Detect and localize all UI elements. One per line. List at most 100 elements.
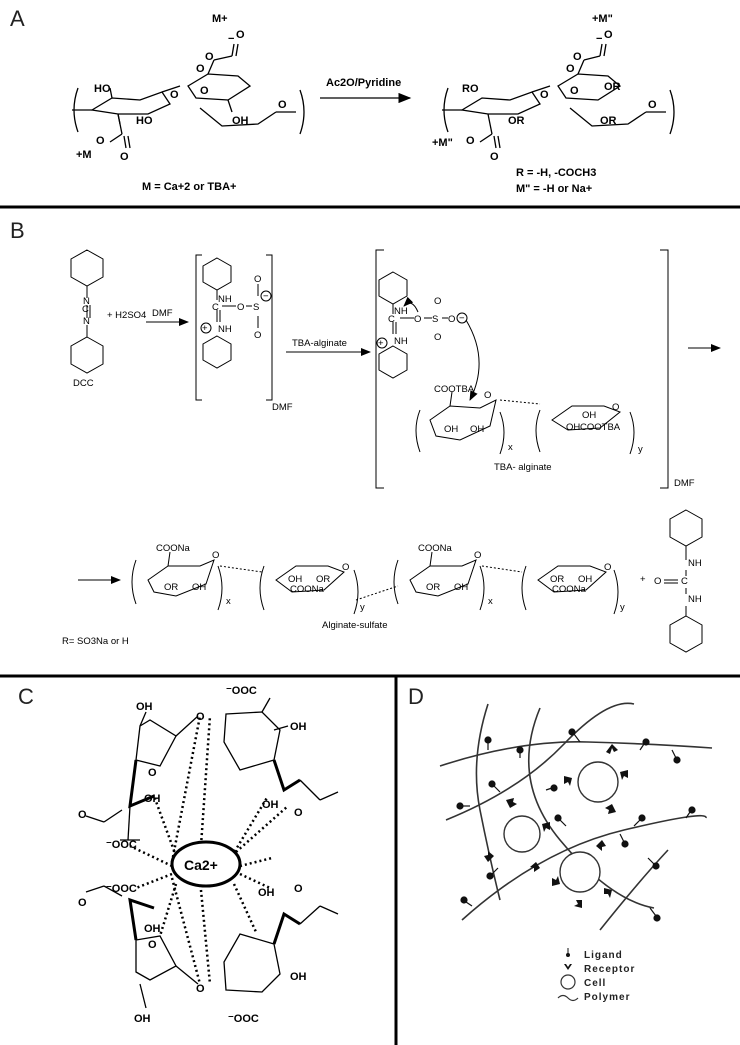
svg-text:O: O [654,576,661,587]
svg-text:OH: OH [258,887,275,899]
svg-text:⁻OOC: ⁻OOC [228,1013,259,1025]
svg-text:O: O [573,51,582,63]
svg-text:N: N [83,296,90,307]
panel-d-label: D [408,684,424,709]
legend-receptor: Receptor [584,964,635,975]
svg-text:O: O [78,809,87,821]
svg-text:O: O [570,85,579,97]
svg-text:NH: NH [394,336,408,347]
svg-text:NH: NH [394,306,408,317]
svg-text:S: S [253,302,259,313]
svg-text:O: O [566,63,575,75]
alginate-unit-right: RO O O O − O OR OR O OR O O O [442,29,675,163]
svg-text:O: O [448,314,455,325]
svg-text:OH: OH [136,701,153,713]
cell-2 [503,815,541,853]
a-counter-ion-top-right: +M" [592,13,613,25]
svg-text:C: C [212,302,219,313]
svg-text:+: + [378,338,384,349]
svg-text:OH: OH [232,115,249,127]
svg-text:OH: OH [566,422,580,433]
svg-text:x: x [226,596,231,607]
svg-text:OR: OR [550,574,564,585]
alginate-sulfate-product: COONa OR OH O x OH OR COONa O y COONa OR… [131,543,625,615]
svg-text:C: C [388,314,395,325]
svg-text:O: O [120,151,129,163]
panel-d: Ligand Receptor Cell Polymer [439,702,713,1003]
svg-text:O: O [612,402,619,413]
legend-receptor-symbol [564,964,572,970]
alginate-unit-left: HO O O O − O HO O OH O O O [72,29,305,163]
svg-text:O: O [254,274,261,285]
svg-text:OH: OH [444,424,458,435]
svg-text:⁻OOC: ⁻OOC [106,883,137,895]
svg-text:O: O [466,135,475,147]
svg-text:y: y [638,444,643,455]
b-alginate-sulfate: Alginate-sulfate [322,620,387,631]
b-r-definition: R= SO3Na or H [62,636,129,647]
svg-text:⁻OOC: ⁻OOC [106,839,137,851]
svg-text:x: x [488,596,493,607]
svg-text:OR: OR [316,574,330,585]
svg-text:NH: NH [688,558,702,569]
svg-text:O: O [212,550,219,561]
panel-b: N N C DCC + H2SO4 DMF NH C O S O O N [62,249,721,653]
svg-text:y: y [620,602,625,613]
svg-text:O: O [474,550,481,561]
svg-text:S: S [432,314,438,325]
svg-text:O: O [170,89,179,101]
svg-text:OH: OH [582,410,596,421]
svg-text:O: O [96,135,105,147]
a-counter-ion-top-left: M+ [212,13,228,25]
legend-ligand-symbol [566,948,570,957]
svg-text:−: − [228,33,234,45]
a-m2-definition: M" = -H or Na+ [516,183,592,195]
svg-text:⁻OOC: ⁻OOC [226,685,257,697]
svg-text:O: O [604,29,613,41]
svg-text:OH: OH [144,923,161,935]
polymer-chain-5 [599,849,669,931]
svg-text:+: + [640,574,646,585]
panel-c: OH O OH ⁻OOC O O ⁻OOC OH OH O Ca2+ ⁻OOC … [78,685,339,1025]
polymer-chain-3 [461,814,707,921]
b-tba-alginate-arrow: TBA-alginate [292,338,347,349]
svg-text:O: O [205,51,214,63]
a-reagent: Ac2O/Pyridine [326,77,401,89]
svg-text:OR: OR [600,115,617,127]
polymer-chain-2 [445,702,635,821]
svg-text:O: O [148,767,157,779]
svg-text:O: O [278,99,287,111]
svg-text:OH: OH [192,582,206,593]
svg-text:N: N [83,316,90,327]
dcc-molecule: N N C [70,249,104,374]
svg-text:O: O [540,89,549,101]
a-counter-ion-right: +M" [432,137,453,149]
b-tba-alginate-caption: TBA- alginate [494,462,552,473]
b-dcc-label: DCC [73,378,94,389]
svg-text:O: O [78,897,87,909]
svg-text:O: O [484,390,491,401]
b-intermediate-2: NH C NH + O S O O O − COOTBA OH OH O [375,249,669,489]
calcium-ion-label: Ca2+ [184,857,218,873]
b-dmf-sub-2: DMF [674,478,695,489]
cell-3 [559,851,601,893]
panel-c-label: C [18,684,34,709]
legend-cell-symbol [560,974,576,990]
svg-text:OR: OR [508,115,525,127]
svg-text:C: C [681,576,688,587]
svg-text:O: O [604,562,611,573]
svg-text:x: x [508,442,513,453]
svg-text:O: O [342,562,349,573]
svg-text:O: O [434,296,441,307]
svg-text:NH: NH [218,294,232,305]
svg-text:O: O [148,939,157,951]
svg-text:y: y [360,602,365,613]
a-m-definition: M = Ca+2 or TBA+ [142,181,236,193]
svg-text:OH: OH [578,574,592,585]
polymer-chain-1 [439,741,713,767]
svg-text:OR: OR [164,582,178,593]
panel-b-label: B [10,218,25,243]
a-counter-ion-left: +M [76,149,92,161]
svg-text:−: − [263,291,269,302]
